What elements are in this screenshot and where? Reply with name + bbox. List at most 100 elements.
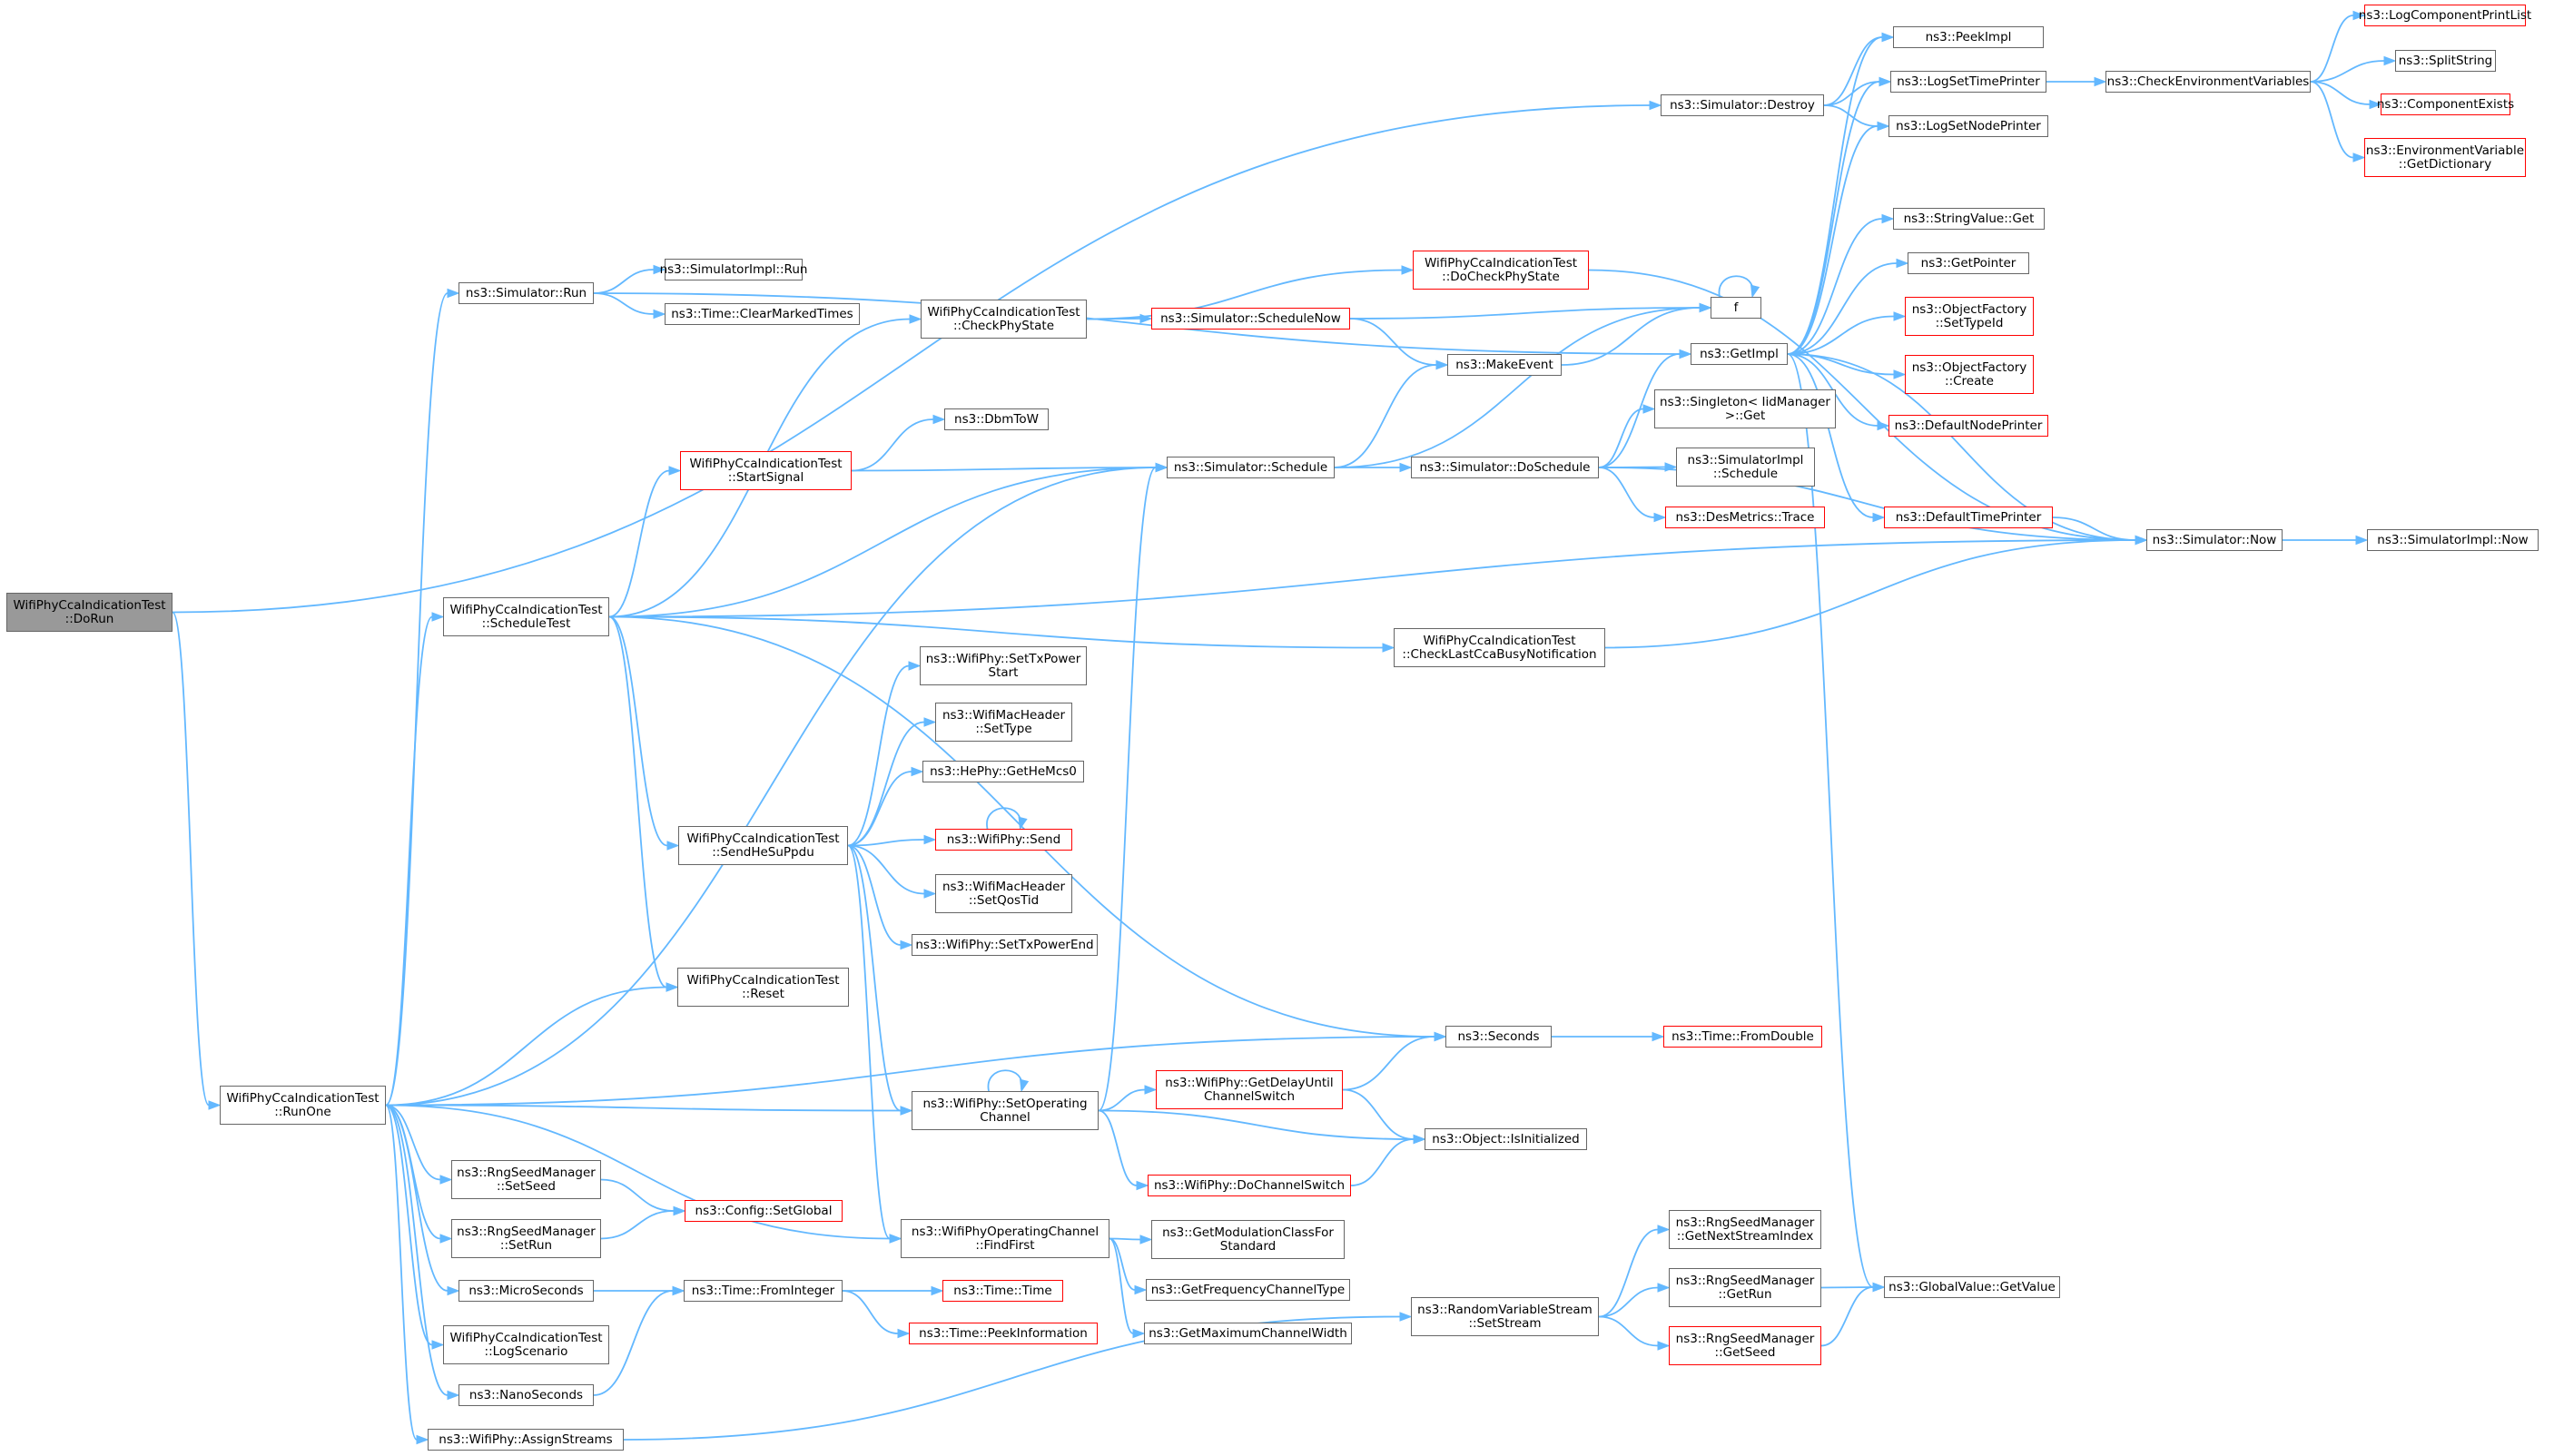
node-label-line: ns3::DesMetrics::Trace bbox=[1675, 509, 1815, 525]
node-is-initialized[interactable]: ns3::Object::IsInitialized bbox=[1425, 1128, 1587, 1150]
node-dbm-to-w[interactable]: ns3::DbmToW bbox=[944, 408, 1049, 430]
node-rng-get-run[interactable]: ns3::RngSeedManager::GetRun bbox=[1669, 1268, 1821, 1307]
node-set-qos-tid[interactable]: ns3::WifiMacHeader::SetQosTid bbox=[935, 874, 1072, 913]
edge-arrowhead bbox=[1699, 302, 1712, 313]
node-mac-set-type[interactable]: ns3::WifiMacHeader::SetType bbox=[935, 703, 1072, 742]
node-log-set-node-printer[interactable]: ns3::LogSetNodePrinter bbox=[1888, 115, 2048, 137]
node-check-phy-state[interactable]: WifiPhyCcaIndicationTest::CheckPhyState bbox=[921, 300, 1087, 339]
node-start-signal[interactable]: WifiPhyCcaIndicationTest::StartSignal bbox=[680, 451, 852, 490]
node-label-line: WifiPhyCcaIndicationTest bbox=[686, 831, 840, 846]
node-send-he-su-ppdu[interactable]: WifiPhyCcaIndicationTest::SendHeSuPpdu bbox=[678, 826, 848, 865]
edge-arrowhead bbox=[923, 834, 937, 845]
node-des-metrics-trace[interactable]: ns3::DesMetrics::Trace bbox=[1665, 507, 1825, 528]
edge-sendHeSuPpdu-to-getHeMcs0 bbox=[847, 771, 912, 847]
node-make-event[interactable]: ns3::MakeEvent bbox=[1447, 354, 1562, 376]
node-peek-impl[interactable]: ns3::PeekImpl bbox=[1893, 26, 2044, 48]
node-get-freq-chan-type[interactable]: ns3::GetFrequencyChannelType bbox=[1146, 1279, 1350, 1301]
edge-runOne-to-schedule bbox=[385, 467, 1157, 1107]
edge-arrowhead bbox=[2352, 152, 2366, 162]
node-do-channel-switch[interactable]: ns3::WifiPhy::DoChannelSwitch bbox=[1148, 1175, 1351, 1196]
node-from-integer[interactable]: ns3::Time::FromInteger bbox=[684, 1280, 843, 1302]
node-check-last-cca[interactable]: WifiPhyCcaIndicationTest::CheckLastCcaBu… bbox=[1394, 628, 1605, 667]
node-nano-seconds[interactable]: ns3::NanoSeconds bbox=[459, 1384, 594, 1406]
node-seconds[interactable]: ns3::Seconds bbox=[1445, 1026, 1552, 1048]
node-label-line: ns3::GetModulationClassFor bbox=[1162, 1225, 1334, 1240]
node-default-node-printer[interactable]: ns3::DefaultNodePrinter bbox=[1888, 415, 2048, 437]
node-get-pointer[interactable]: ns3::GetPointer bbox=[1908, 252, 2029, 274]
node-get-max-chan-width[interactable]: ns3::GetMaximumChannelWidth bbox=[1144, 1323, 1352, 1344]
edge-sendHeSuPpdu-to-setQosTid bbox=[847, 844, 925, 895]
edge-sendHeSuPpdu-to-wifiSend bbox=[847, 839, 925, 847]
node-label-line: WifiPhyCcaIndicationTest bbox=[13, 597, 166, 613]
edge-sendHeSuPpdu-to-macSetType bbox=[847, 721, 925, 847]
node-config-set-global[interactable]: ns3::Config::SetGlobal bbox=[685, 1200, 843, 1222]
node-global-get-value[interactable]: ns3::GlobalValue::GetValue bbox=[1884, 1276, 2060, 1298]
node-rng-set-seed[interactable]: ns3::RngSeedManager::SetSeed bbox=[451, 1160, 601, 1199]
node-time-time[interactable]: ns3::Time::Time bbox=[942, 1280, 1063, 1302]
edge-startSignal-to-dbmToW bbox=[851, 418, 934, 472]
node-from-double[interactable]: ns3::Time::FromDouble bbox=[1663, 1026, 1822, 1048]
node-sim-destroy[interactable]: ns3::Simulator::Destroy bbox=[1661, 94, 1824, 116]
node-sim-impl-now[interactable]: ns3::SimulatorImpl::Now bbox=[2367, 529, 2539, 551]
node-component-exists[interactable]: ns3::ComponentExists bbox=[2377, 93, 2514, 115]
node-schedule[interactable]: ns3::Simulator::Schedule bbox=[1167, 457, 1335, 478]
node-label-line: ns3::StringValue::Get bbox=[1903, 211, 2035, 226]
node-get-he-mcs0[interactable]: ns3::HePhy::GetHeMcs0 bbox=[922, 761, 1084, 782]
node-assign-streams[interactable]: ns3::WifiPhy::AssignStreams bbox=[428, 1429, 624, 1451]
node-default-time-printer[interactable]: ns3::DefaultTimePrinter bbox=[1884, 507, 2053, 528]
node-rng-set-run[interactable]: ns3::RngSeedManager::SetRun bbox=[451, 1219, 601, 1258]
node-log-comp-print-list[interactable]: ns3::LogComponentPrintList bbox=[2359, 5, 2531, 26]
node-schedule-now[interactable]: ns3::Simulator::ScheduleNow bbox=[1151, 308, 1350, 330]
node-label-line: >::Get bbox=[1724, 408, 1766, 423]
edge-setOpChannel-to-doChannelSwitch bbox=[1098, 1109, 1138, 1186]
node-do-schedule[interactable]: ns3::Simulator::DoSchedule bbox=[1411, 457, 1599, 478]
node-singleton-get[interactable]: ns3::Singleton< IidManager >::Get bbox=[1654, 389, 1836, 428]
node-clear-marked[interactable]: ns3::Time::ClearMarkedTimes bbox=[665, 303, 860, 325]
node-string-value-get[interactable]: ns3::StringValue::Get bbox=[1893, 208, 2045, 230]
node-f[interactable]: f bbox=[1711, 297, 1761, 319]
node-run-one[interactable]: WifiPhyCcaIndicationTest::RunOne bbox=[220, 1086, 386, 1125]
node-label-line: WifiPhyCcaIndicationTest bbox=[927, 304, 1080, 320]
node-sim-now[interactable]: ns3::Simulator::Now bbox=[2146, 529, 2283, 551]
node-sim-run[interactable]: ns3::Simulator::Run bbox=[459, 282, 594, 304]
edge-arrowhead bbox=[1399, 1312, 1413, 1322]
node-label-line: ns3::LogSetNodePrinter bbox=[1896, 118, 2041, 133]
edge-runOne-to-microSeconds bbox=[385, 1104, 449, 1292]
edge-runOne-to-findFirst bbox=[385, 1104, 891, 1240]
node-peek-information[interactable]: ns3::Time::PeekInformation bbox=[909, 1323, 1098, 1344]
node-rvs-set-stream[interactable]: ns3::RandomVariableStream::SetStream bbox=[1411, 1297, 1599, 1336]
node-find-first[interactable]: ns3::WifiPhyOperatingChannel::FindFirst bbox=[901, 1219, 1109, 1258]
node-micro-seconds[interactable]: ns3::MicroSeconds bbox=[459, 1280, 594, 1302]
node-sim-impl-schedule[interactable]: ns3::SimulatorImpl::Schedule bbox=[1676, 448, 1815, 487]
node-do-check-phy-state[interactable]: WifiPhyCcaIndicationTest::DoCheckPhyStat… bbox=[1413, 251, 1589, 290]
node-label-line: ns3::NanoSeconds bbox=[468, 1387, 584, 1402]
node-reset[interactable]: WifiPhyCcaIndicationTest::Reset bbox=[677, 968, 849, 1007]
node-label-line: ns3::WifiPhy::AssignStreams bbox=[439, 1431, 613, 1447]
node-get-impl[interactable]: ns3::GetImpl bbox=[1691, 343, 1788, 365]
edge-arrowhead bbox=[1132, 1328, 1146, 1339]
node-label-line: ns3::WifiPhy::DoChannelSwitch bbox=[1153, 1177, 1346, 1193]
node-split-string[interactable]: ns3::SplitString bbox=[2395, 50, 2496, 72]
node-obj-factory-set-type-id[interactable]: ns3::ObjectFactory::SetTypeId bbox=[1905, 297, 2034, 336]
node-rng-get-seed[interactable]: ns3::RngSeedManager::GetSeed bbox=[1669, 1326, 1821, 1365]
node-schedule-test[interactable]: WifiPhyCcaIndicationTest::ScheduleTest bbox=[443, 597, 609, 636]
node-env-var-get-dict[interactable]: ns3::EnvironmentVariable::GetDictionary bbox=[2364, 138, 2526, 177]
edge-arrowhead bbox=[1872, 512, 1886, 523]
node-set-tx-power-end[interactable]: ns3::WifiPhy::SetTxPowerEnd bbox=[912, 934, 1098, 956]
node-log-set-time-printer[interactable]: ns3::LogSetTimePrinter bbox=[1890, 71, 2046, 93]
node-check-env-vars[interactable]: ns3::CheckEnvironmentVariables bbox=[2105, 71, 2311, 93]
node-wifi-send[interactable]: ns3::WifiPhy::Send bbox=[935, 829, 1072, 851]
node-get-next-stream[interactable]: ns3::RngSeedManager::GetNextStreamIndex bbox=[1669, 1210, 1821, 1249]
edge-arrowhead bbox=[897, 1328, 911, 1339]
node-obj-factory-create[interactable]: ns3::ObjectFactory::Create bbox=[1905, 355, 2034, 394]
node-label-line: ::GetNextStreamIndex bbox=[1676, 1228, 1814, 1244]
node-sim-impl-run[interactable]: ns3::SimulatorImpl::Run bbox=[660, 259, 807, 280]
edge-arrowhead bbox=[1877, 420, 1890, 431]
node-log-scenario[interactable]: WifiPhyCcaIndicationTest::LogScenario bbox=[443, 1325, 609, 1364]
edge-doSchedule-to-getImpl bbox=[1598, 353, 1681, 468]
node-label-line: ns3::DbmToW bbox=[954, 411, 1039, 427]
